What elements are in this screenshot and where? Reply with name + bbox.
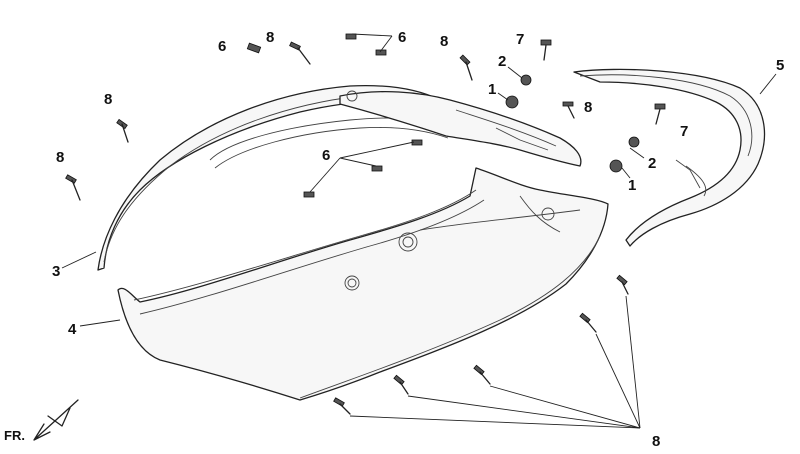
callout-8: 8 [652,433,660,450]
callout-8: 8 [584,99,592,116]
part-5-tail-grip [573,68,765,247]
screw-icon [116,118,129,143]
callout-1: 1 [488,81,496,98]
nut-icon [505,95,519,109]
callout-8: 8 [104,91,112,108]
hardware [65,33,666,415]
callout-6: 6 [398,29,406,46]
callout-6: 6 [322,147,330,164]
bolt-icon [540,39,552,61]
screw-icon [289,41,311,65]
callout-8: 8 [266,29,274,46]
screw-icon [579,312,597,333]
clip-icon [371,165,383,172]
screw-icon [616,274,629,295]
washer-icon [520,74,532,86]
callout-7: 7 [516,31,524,48]
callout-labels: 1 1 2 2 3 4 5 6 6 6 7 7 8 8 8 8 8 8 [52,29,784,450]
screw-icon [562,101,575,119]
callout-2: 2 [648,155,656,172]
bolt-icon [654,103,666,125]
callout-8: 8 [56,149,64,166]
callout-2: 2 [498,53,506,70]
callout-4: 4 [68,321,77,338]
screw-icon [65,174,81,201]
callout-6: 6 [218,38,226,55]
clip-icon [246,42,262,54]
callout-7: 7 [680,123,688,140]
rear-upper-panel [339,90,582,167]
screw-icon [473,364,491,385]
callout-5: 5 [776,57,784,74]
nut-icon [609,159,623,173]
screw-icon [333,397,351,415]
screw-icon [393,374,409,395]
washer-icon [628,136,640,148]
clip-icon [303,191,315,198]
direction-arrow-icon [33,399,79,441]
screw-icon [459,54,473,81]
part-4-side-cover [117,167,609,401]
callout-1: 1 [628,177,636,194]
front-direction-indicator: FR. [4,399,79,443]
callout-3: 3 [52,263,60,280]
front-direction-label: FR. [4,428,25,443]
clip-icon [345,33,357,40]
callout-8: 8 [440,33,448,50]
leader-lines [61,33,777,429]
